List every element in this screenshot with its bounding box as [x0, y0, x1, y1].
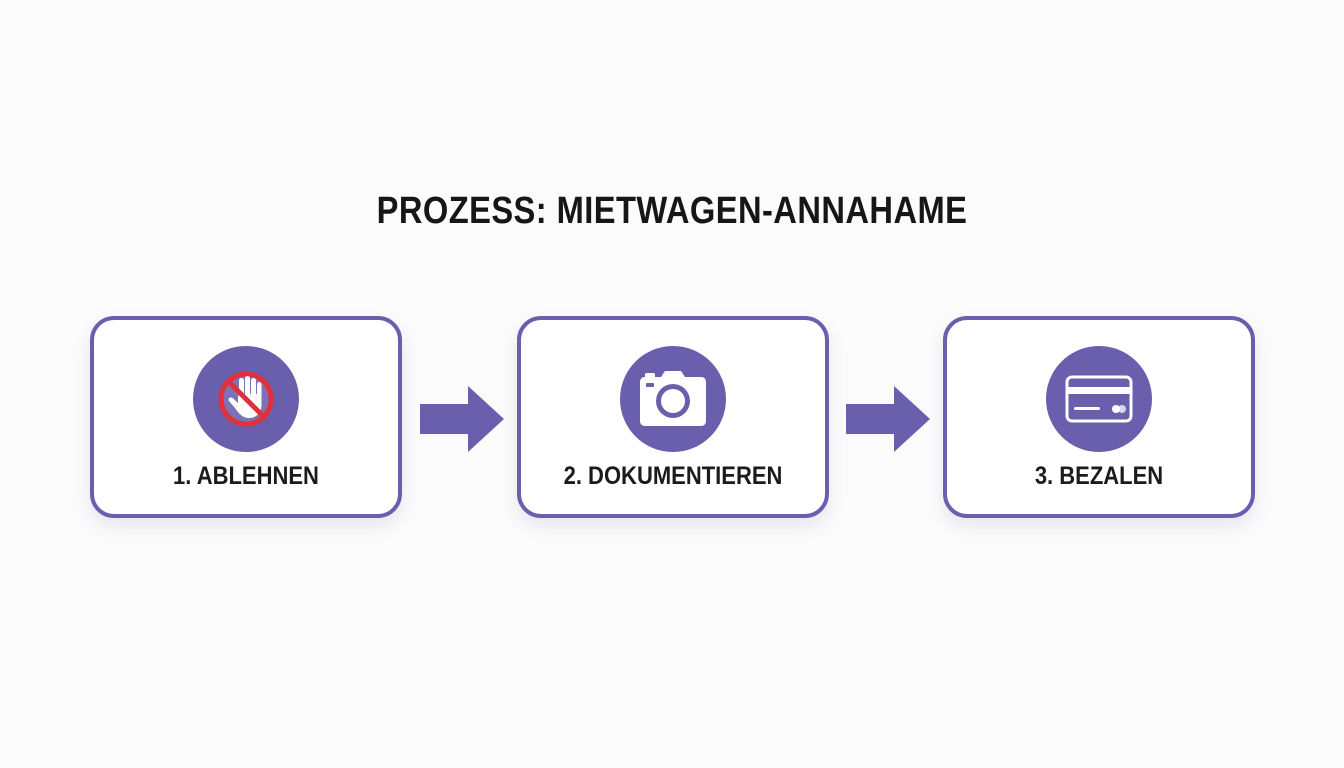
credit-card-icon — [1065, 375, 1133, 423]
arrow-right-icon — [846, 386, 930, 452]
step-label: 3. BEZALEN — [1034, 462, 1164, 490]
step-card-dokumentieren: 2. DOKUMENTIEREN — [517, 316, 829, 518]
arrow-right-icon — [420, 386, 504, 452]
page-title: PROZESS: MIETWAGEN-ANNAHAME — [376, 190, 968, 232]
no-hand-icon — [218, 371, 274, 427]
step-icon-circle — [193, 346, 299, 452]
step-label: 1. ABLEHNEN — [173, 462, 319, 490]
step-card-bezalen: 3. BEZALEN — [943, 316, 1255, 518]
camera-icon — [640, 371, 706, 426]
step-label: 2. DOKUMENTIEREN — [563, 462, 783, 490]
step-card-ablehnen: 1. ABLEHNEN — [90, 316, 402, 518]
step-icon-circle — [1046, 346, 1152, 452]
step-icon-circle — [620, 346, 726, 452]
